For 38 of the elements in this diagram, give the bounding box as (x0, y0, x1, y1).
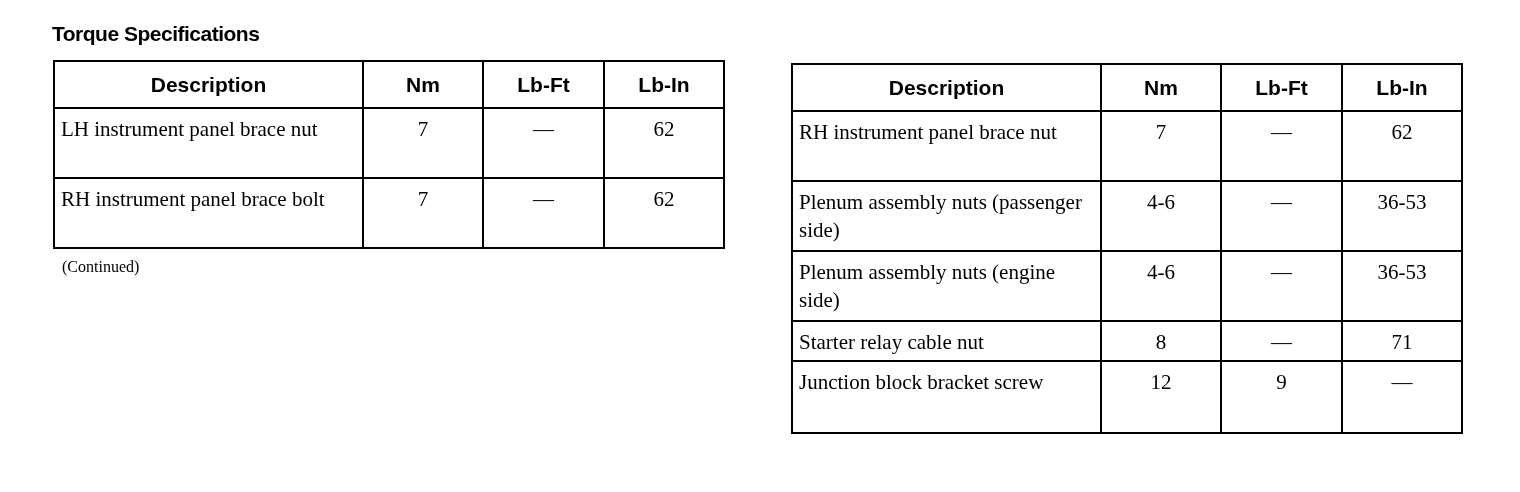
column-header: Lb-In (604, 61, 724, 108)
table-cell: 7 (1101, 111, 1221, 181)
column-header: Nm (1101, 64, 1221, 111)
table-cell: 7 (363, 178, 483, 248)
table-cell: — (483, 108, 604, 178)
column-header: Description (792, 64, 1101, 111)
table-cell: Plenum assembly nuts (engine side) (792, 251, 1101, 321)
table-cell: — (1221, 111, 1342, 181)
table-cell: 4-6 (1101, 181, 1221, 251)
table-cell: Plenum assembly nuts (passenger side) (792, 181, 1101, 251)
table-cell: — (1221, 181, 1342, 251)
column-header: Description (54, 61, 363, 108)
note: (Continued) (62, 258, 140, 276)
table-cell: 71 (1342, 321, 1462, 361)
table-cell: 12 (1101, 361, 1221, 433)
table-cell: RH instrument panel brace bolt (54, 178, 363, 248)
table-cell: RH instrument panel brace nut (792, 111, 1101, 181)
table-cell: — (483, 178, 604, 248)
table-cell: 7 (363, 108, 483, 178)
table-cell: — (1221, 321, 1342, 361)
table-cell: LH instrument panel brace nut (54, 108, 363, 178)
table-cell: 9 (1221, 361, 1342, 433)
column-header: Nm (363, 61, 483, 108)
table-cell: 62 (604, 108, 724, 178)
column-header: Lb-Ft (483, 61, 604, 108)
table-cell: 8 (1101, 321, 1221, 361)
column-header: Lb-In (1342, 64, 1462, 111)
table-cell: 36-53 (1342, 251, 1462, 321)
column-header: Lb-Ft (1221, 64, 1342, 111)
table-cell: 62 (1342, 111, 1462, 181)
table-cell: Junction block bracket screw (792, 361, 1101, 433)
table-cell: 4-6 (1101, 251, 1221, 321)
table-cell: Starter relay cable nut (792, 321, 1101, 361)
table-cell: — (1342, 361, 1462, 433)
table-cell: 36-53 (1342, 181, 1462, 251)
title: Torque Specifications (52, 22, 260, 46)
table-cell: 62 (604, 178, 724, 248)
table-cell: — (1221, 251, 1342, 321)
